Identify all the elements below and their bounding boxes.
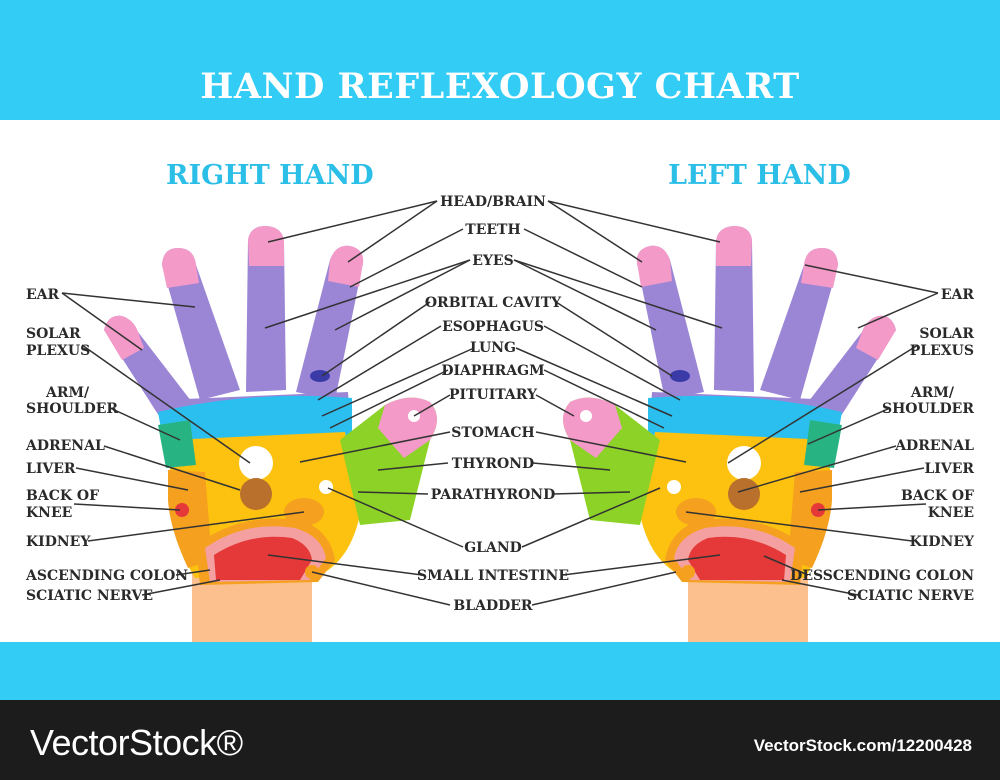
label-knee-left: KNEE xyxy=(928,505,974,521)
label-pituitary: PITUITARY xyxy=(449,387,538,403)
label-shoulder-right: SHOULDER xyxy=(26,401,118,417)
watermark-bar: VectorStock® VectorStock.com/12200428 xyxy=(0,700,1000,780)
label-esophagus: ESOPHAGUS xyxy=(442,319,544,335)
label-bladder: BLADDER xyxy=(453,598,532,614)
label-kidney-right: KIDNEY xyxy=(26,534,91,550)
label-back-of-right: BACK OF xyxy=(26,488,99,504)
label-desscending-colon: DESSCENDING COLON xyxy=(790,568,974,584)
label-liver-right: LIVER xyxy=(26,461,76,477)
label-thyrond: THYROND xyxy=(452,456,534,472)
reflexology-diagram: HEAD/BRAIN TEETH EYES ORBITAL CAVITY ESO… xyxy=(25,194,975,645)
right-hand-title: RIGHT HAND xyxy=(166,160,374,191)
header-band xyxy=(0,0,1000,120)
watermark-id: VectorStock.com/12200428 xyxy=(753,736,972,755)
left-hand-title: LEFT HAND xyxy=(668,160,851,191)
label-gland: GLAND xyxy=(464,540,522,556)
label-plexus-right: PLEXUS xyxy=(26,343,90,359)
label-small-intestine: SMALL INTESTINE xyxy=(417,568,569,584)
center-labels: HEAD/BRAIN TEETH EYES ORBITAL CAVITY ESO… xyxy=(417,194,569,614)
label-parathyrond: PARATHYROND xyxy=(431,487,556,503)
label-solar-right: SOLAR xyxy=(26,326,81,342)
label-shoulder-left: SHOULDER xyxy=(882,401,974,417)
right-hand-outer-labels: EAR SOLAR PLEXUS ARM/ SHOULDER ADRENAL L… xyxy=(25,287,188,604)
label-solar-left: SOLAR xyxy=(919,326,974,342)
label-ear-left: EAR xyxy=(941,287,975,303)
left-hand-outer-labels: EAR SOLAR PLEXUS ARM/ SHOULDER ADRENAL L… xyxy=(790,287,975,604)
label-back-of-left: BACK OF xyxy=(901,488,974,504)
label-teeth: TEETH xyxy=(465,222,520,238)
footer-band xyxy=(0,642,1000,700)
label-adrenal-left: ADRENAL xyxy=(894,438,974,454)
label-head-brain: HEAD/BRAIN xyxy=(440,194,546,210)
label-ascending-colon: ASCENDING COLON xyxy=(25,568,188,584)
label-sciatic-nerve-right: SCIATIC NERVE xyxy=(26,588,153,604)
label-arm-left: ARM/ xyxy=(910,385,955,401)
label-knee-right: KNEE xyxy=(26,505,72,521)
label-diaphragm: DIAPHRAGM xyxy=(441,363,544,379)
leader-lines xyxy=(61,200,939,606)
label-kidney-left: KIDNEY xyxy=(910,534,975,550)
label-liver-left: LIVER xyxy=(924,461,974,477)
label-arm-right: ARM/ xyxy=(45,385,90,401)
label-orbital-cavity: ORBITAL CAVITY xyxy=(425,295,562,311)
label-stomach: STOMACH xyxy=(451,425,534,441)
label-adrenal-right: ADRENAL xyxy=(25,438,105,454)
label-ear-right: EAR xyxy=(26,287,60,303)
watermark-brand: VectorStock® xyxy=(30,722,243,763)
label-eyes: EYES xyxy=(472,253,513,269)
label-plexus-left: PLEXUS xyxy=(910,343,974,359)
label-lung: LUNG xyxy=(470,340,516,356)
page-title: HAND REFLEXOLOGY CHART xyxy=(200,66,800,107)
label-sciatic-nerve-left: SCIATIC NERVE xyxy=(847,588,974,604)
